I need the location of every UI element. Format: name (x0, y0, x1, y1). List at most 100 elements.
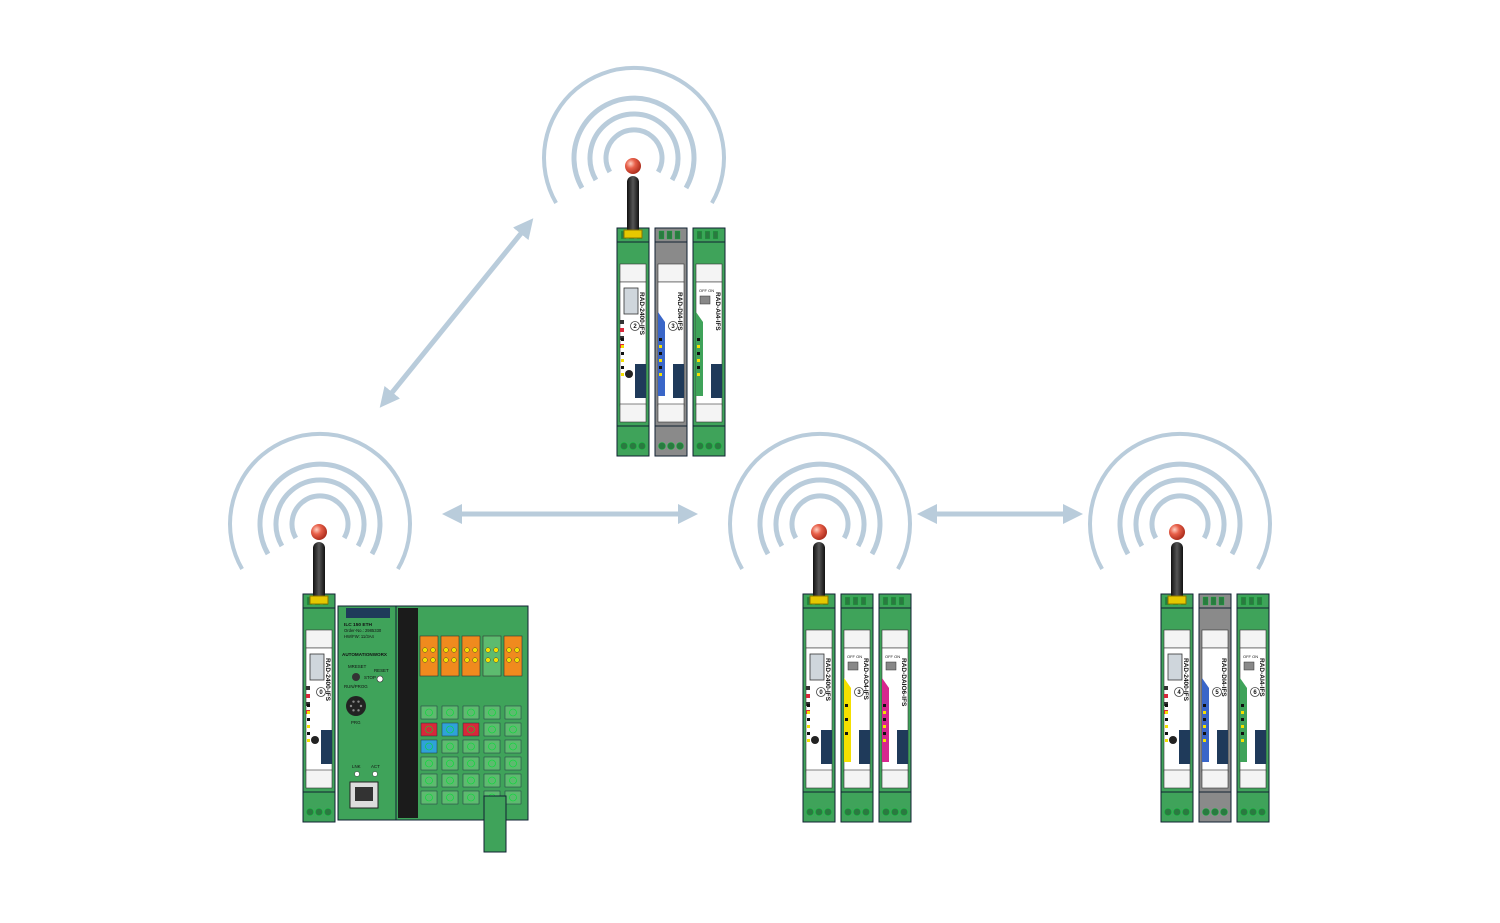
label-strip-top (305, 629, 333, 649)
io-terminal (504, 705, 522, 720)
terminal-screw (1258, 808, 1266, 816)
io-slot (482, 635, 502, 677)
antenna-icon (309, 524, 329, 605)
io-led (621, 366, 624, 369)
display-window (809, 653, 825, 681)
io-led (1241, 732, 1244, 735)
io-screw (425, 742, 433, 751)
dip-switch (1243, 661, 1255, 671)
terminal-screw (1173, 808, 1181, 816)
din-rail-module: RAD-2400-IFSSPORT4 (1160, 593, 1194, 823)
prg-pin (349, 704, 353, 708)
label-strip-bottom (1163, 769, 1191, 789)
wave-arc (571, 95, 697, 190)
label-strip-top (1201, 629, 1229, 649)
io-screw (509, 776, 517, 785)
devices-layer: RAD-2400-IFSSPORT2RAD-DI4-IFS3RAD-AI4-IF… (302, 158, 1270, 853)
label-strip-bottom (657, 403, 685, 423)
terminal-screw (1202, 808, 1210, 816)
rotary-selector (668, 321, 678, 331)
io-led (451, 647, 457, 653)
io-led (621, 338, 624, 341)
io-terminal (441, 790, 459, 805)
prg-pin (357, 700, 360, 703)
io-screw (488, 725, 496, 734)
terminal-screw (714, 442, 722, 450)
io-led (807, 711, 810, 714)
io-screw (425, 759, 433, 768)
brand-logo (1255, 730, 1266, 764)
io-led (485, 657, 491, 663)
io-screw (488, 708, 496, 717)
terminal-screw (315, 808, 323, 816)
reset-button (811, 736, 819, 744)
io-screw (467, 742, 475, 751)
status-led (1164, 686, 1168, 690)
bottom-terminal (692, 425, 726, 457)
terminal-screw (844, 596, 851, 606)
terminal-screw (891, 808, 899, 816)
io-led (472, 647, 478, 653)
terminal-screw (862, 808, 870, 816)
rotary-selector (1250, 687, 1260, 697)
io-led (307, 725, 310, 728)
bottom-terminal (1160, 791, 1194, 823)
phoenix-logo (346, 608, 390, 618)
io-led (506, 657, 512, 663)
io-led (697, 352, 700, 355)
bidirectional-arrow-icon (379, 218, 534, 408)
io-screw (509, 708, 517, 717)
terminal-screw (658, 230, 665, 240)
terminal-screw (696, 442, 704, 450)
io-terminal (420, 705, 438, 720)
radio-waves-icon (728, 431, 912, 570)
io-screw (467, 759, 475, 768)
terminal-screw (860, 596, 867, 606)
rotary-number: 2 (633, 324, 637, 330)
io-screw (446, 725, 454, 734)
display-window (309, 653, 325, 681)
status-led (620, 320, 624, 324)
rotary-selector (316, 687, 326, 697)
io-terminal (420, 790, 438, 805)
io-terminal (504, 739, 522, 754)
module-label: RAD-AO4-IFS (862, 658, 869, 701)
label-strip-top (657, 263, 685, 283)
io-led (514, 647, 520, 653)
io-led (845, 725, 848, 728)
mode-switch-bottom-label: RUN/PROG (344, 684, 368, 689)
wave-arc (1088, 431, 1272, 570)
io-terminal (441, 739, 459, 754)
radio-waves-icon (1088, 431, 1272, 570)
terminal-screw (1218, 596, 1225, 606)
dip-switch (885, 661, 897, 671)
io-led (1165, 739, 1168, 742)
rotary-selector (854, 687, 864, 697)
brand-logo (635, 364, 646, 398)
label-strip-top (1163, 629, 1191, 649)
io-led (443, 647, 449, 653)
module-label: RAD-DI4-IFS (1220, 658, 1227, 697)
plc-hw-fw: HW/FW: 11/3A4 (344, 634, 375, 639)
wave-arc (273, 477, 367, 548)
brand-logo (859, 730, 870, 764)
mode-switch-mid-label: STOP (364, 675, 376, 680)
io-led (621, 359, 624, 362)
label-strip-top (843, 629, 871, 649)
brand-logo (1217, 730, 1228, 764)
label-strip-bottom (881, 769, 909, 789)
terminal-screw (898, 596, 905, 606)
io-led (697, 366, 700, 369)
status-led (306, 694, 310, 698)
module-label: RAD-DAIO6-IFS (900, 658, 907, 707)
terminal-screw (900, 808, 908, 816)
antenna-rod (813, 542, 825, 602)
terminal-screw (1211, 808, 1219, 816)
reset-button (625, 370, 633, 378)
terminal-screw (844, 808, 852, 816)
antenna-base (809, 595, 829, 605)
antenna-base (309, 595, 329, 605)
